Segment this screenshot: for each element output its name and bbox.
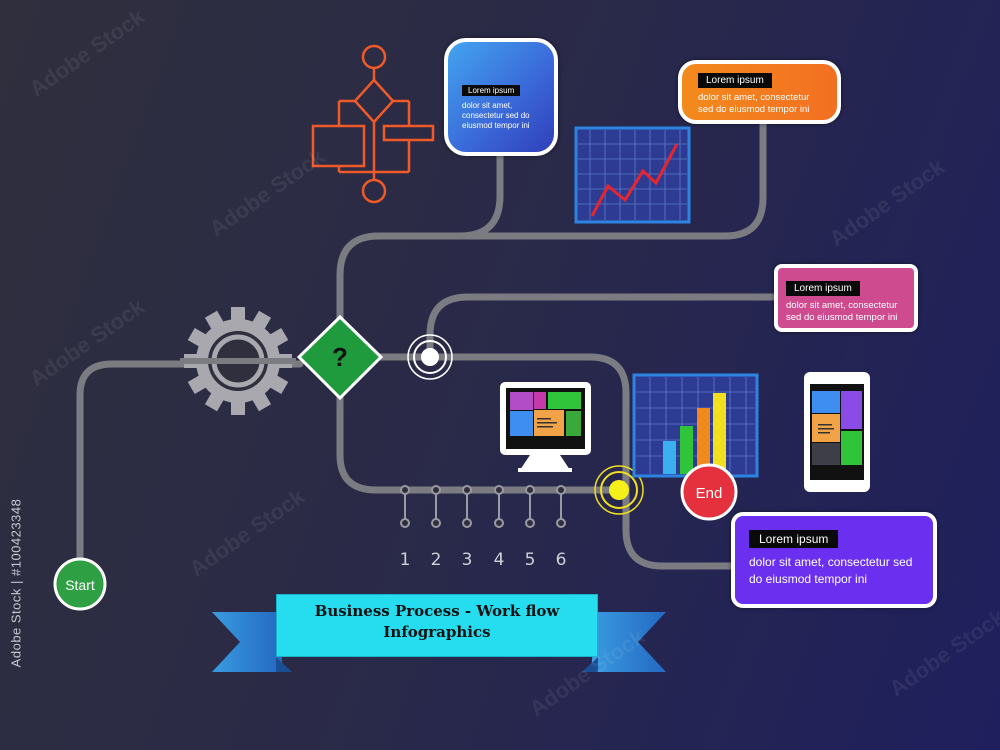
monitor-icon	[500, 382, 591, 472]
callout-blue: Lorem ipsum dolor sit amet, consectetur …	[444, 38, 558, 156]
step-number-6: 6	[556, 550, 567, 570]
banner-title-line-2: Infographics	[383, 623, 491, 641]
callout-purple-tag: Lorem ipsum	[749, 530, 839, 548]
smartphone-icon	[804, 372, 870, 492]
callout-purple-body: dolor sit amet, consectetur sed do eiusm…	[749, 555, 913, 586]
step-number-5: 5	[525, 550, 536, 570]
callout-orange-tag: Lorem ipsum	[698, 73, 772, 88]
flowchart-icon	[311, 44, 435, 204]
decision-node: ?	[296, 314, 384, 401]
banner-title-line-1: Business Process - Work flow	[314, 602, 560, 620]
step-number-1: 1	[400, 550, 411, 570]
bar-3	[697, 408, 710, 474]
bar-4	[713, 393, 726, 474]
bar-1	[663, 441, 676, 474]
line-chart-icon	[574, 126, 691, 224]
callout-blue-tag: Lorem ipsum	[462, 85, 521, 96]
callout-orange-body: dolor sit amet, consectetur sed do eiusm…	[698, 92, 810, 115]
callout-purple: Lorem ipsum dolor sit amet, consectetur …	[731, 512, 937, 608]
bar-2	[680, 426, 693, 474]
stock-id-watermark: Adobe Stock | #100423348	[2, 499, 30, 668]
workflow-tracks	[76, 118, 780, 579]
start-node: Start	[53, 557, 107, 611]
callout-pink-body: dolor sit amet, consectetur sed do eiusm…	[786, 300, 898, 323]
step-numbers: 1 2 3 4 5 6	[400, 550, 567, 570]
track-start	[76, 360, 304, 579]
callout-blue-body: dolor sit amet, consectetur sed do eiusm…	[462, 101, 530, 130]
step-pins	[400, 485, 566, 528]
callout-orange: Lorem ipsum dolor sit amet, consectetur …	[678, 60, 841, 124]
track-upper-orange	[456, 118, 767, 240]
step-number-3: 3	[462, 550, 473, 570]
stock-id-text: Adobe Stock | #100423348	[8, 498, 24, 668]
track-main	[376, 353, 739, 570]
end-node: End	[680, 463, 738, 521]
decision-label: ?	[332, 342, 348, 372]
track-pink	[426, 293, 780, 361]
start-label: Start	[65, 577, 95, 593]
title-banner: Business Process - Work flow Infographic…	[276, 594, 598, 657]
track-lower-loop	[336, 353, 614, 494]
yellow-junction-node	[594, 465, 644, 515]
step-number-4: 4	[494, 550, 505, 570]
callout-pink: Lorem ipsum dolor sit amet, consectetur …	[774, 264, 918, 332]
track-upper-blue	[336, 150, 504, 361]
callout-pink-tag: Lorem ipsum	[786, 281, 860, 296]
end-label: End	[696, 485, 723, 502]
bar-chart-icon	[632, 373, 759, 478]
banner-ribbon	[212, 612, 666, 672]
junction-node	[407, 334, 453, 380]
gear-icon	[180, 307, 296, 415]
step-number-2: 2	[431, 550, 442, 570]
